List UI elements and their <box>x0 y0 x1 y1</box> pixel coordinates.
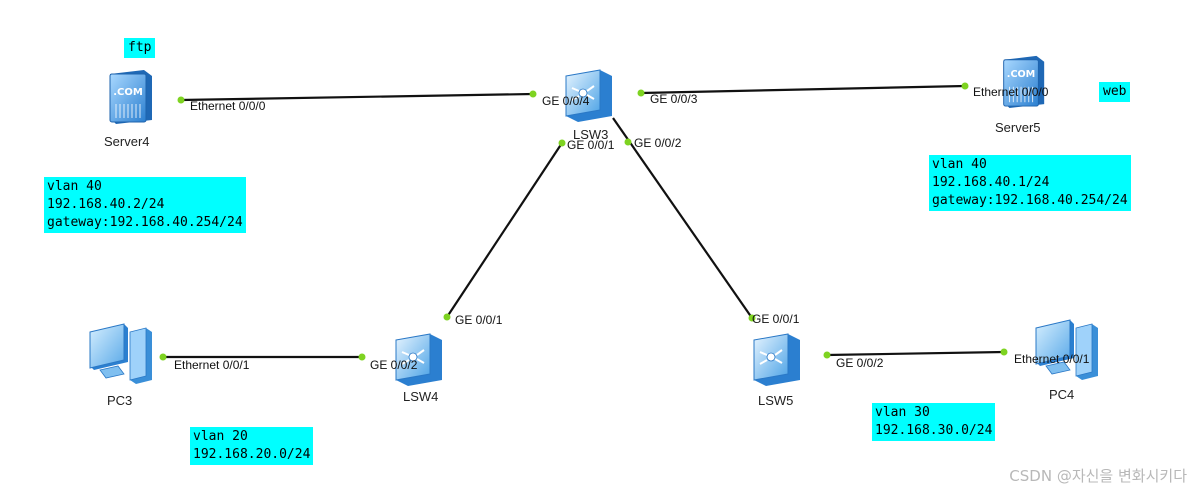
pc3-label: PC3 <box>107 393 133 408</box>
port-label-lsw4-ge1: GE 0/0/1 <box>455 313 503 327</box>
port-dot <box>177 96 185 104</box>
port-label-server5-eth: Ethernet 0/0/0 <box>973 85 1049 99</box>
port-dot <box>1000 348 1008 356</box>
server5-note: vlan 40 192.168.40.1/24 gateway:192.168.… <box>929 155 1131 211</box>
lsw4-label: LSW4 <box>403 389 439 404</box>
port-dot <box>529 90 537 98</box>
lsw5-label: LSW5 <box>758 393 794 408</box>
web-tag: web <box>1099 82 1131 102</box>
port-dot <box>961 82 969 90</box>
server-icon-text: .COM <box>113 87 143 98</box>
port-dot <box>823 351 831 359</box>
port-dot <box>637 89 645 97</box>
pc3-computer-icon[interactable] <box>84 322 156 388</box>
pc3-note: vlan 20 192.168.20.0/24 <box>190 427 314 465</box>
server-icon-text: .COM <box>1007 69 1035 80</box>
port-dot <box>624 138 632 146</box>
port-label-lsw4-ge2: GE 0/0/2 <box>370 358 418 372</box>
server5-label: Server5 <box>995 120 1041 135</box>
lsw4-switch-icon[interactable] <box>392 330 446 388</box>
pc4-computer-icon[interactable] <box>1030 318 1102 384</box>
server4-label: Server4 <box>104 134 150 149</box>
lsw5-switch-icon[interactable] <box>750 330 804 388</box>
port-label-lsw3-ge1: GE 0/0/1 <box>567 138 615 152</box>
pc4-label: PC4 <box>1049 387 1075 402</box>
port-label-lsw3-ge4: GE 0/0/4 <box>542 94 590 108</box>
pc4-note: vlan 30 192.168.30.0/24 <box>872 403 996 441</box>
server5-icon[interactable]: .COM <box>996 54 1048 108</box>
link-lsw3-lsw4 <box>446 142 563 318</box>
port-label-lsw5-ge1: GE 0/0/1 <box>752 312 800 326</box>
port-dot <box>748 314 756 322</box>
link-lsw3-lsw5 <box>612 117 753 319</box>
port-label-lsw3-ge3: GE 0/0/3 <box>650 92 698 106</box>
port-label-lsw5-ge2: GE 0/0/2 <box>836 356 884 370</box>
port-label-pc4-eth: Ethernet 0/0/1 <box>1014 352 1090 366</box>
server4-icon[interactable]: .COM <box>104 68 154 124</box>
port-dot <box>159 353 167 361</box>
lsw3-switch-icon[interactable] <box>562 66 616 124</box>
port-dot <box>358 353 366 361</box>
link-server4-lsw3 <box>180 92 534 102</box>
port-label-pc3-eth: Ethernet 0/0/1 <box>174 358 250 372</box>
ftp-tag: ftp <box>124 38 156 58</box>
server4-note: vlan 40 192.168.40.2/24 gateway:192.168.… <box>44 177 246 233</box>
lsw3-label: LSW3 <box>573 127 609 142</box>
port-label-server4-eth: Ethernet 0/0/0 <box>190 99 266 113</box>
port-dot <box>443 313 451 321</box>
port-label-lsw3-ge2: GE 0/0/2 <box>634 136 682 150</box>
link-lsw3-server5 <box>640 84 966 95</box>
link-lsw5-pc4 <box>826 350 1005 357</box>
watermark: CSDN @자신을 변화시키다 <box>1009 467 1187 485</box>
port-dot <box>558 139 566 147</box>
